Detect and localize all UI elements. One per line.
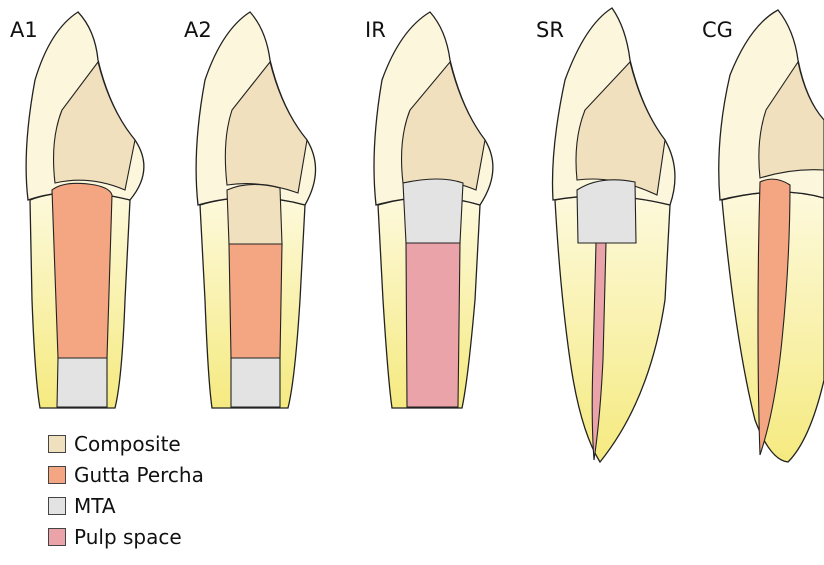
tooth-a2-composite bbox=[227, 184, 282, 244]
tooth-a1-gutta-percha bbox=[52, 183, 112, 358]
tooth-a2-gutta-percha bbox=[229, 244, 282, 358]
legend-item-pulp-space: Pulp space bbox=[48, 521, 204, 552]
legend-swatch-mta bbox=[48, 497, 66, 515]
legend-swatch-pulp-space bbox=[48, 528, 66, 546]
tooth-label-ir: IR bbox=[365, 20, 386, 41]
tooth-label-a2: A2 bbox=[184, 20, 212, 41]
tooth-a2-mta bbox=[231, 358, 280, 407]
tooth-label-a1: A1 bbox=[10, 20, 38, 41]
legend-label-gutta-percha: Gutta Percha bbox=[74, 463, 204, 487]
tooth-sr bbox=[553, 8, 675, 462]
tooth-ir-mta bbox=[403, 179, 463, 243]
tooth-cg bbox=[719, 10, 824, 462]
tooth-ir bbox=[374, 12, 493, 408]
legend-swatch-composite bbox=[48, 435, 66, 453]
tooth-a1 bbox=[26, 12, 144, 408]
tooth-label-cg: CG bbox=[702, 20, 733, 41]
tooth-sr-mta bbox=[577, 180, 636, 243]
tooth-a2 bbox=[196, 12, 315, 408]
legend-item-mta: MTA bbox=[48, 490, 204, 521]
tooth-label-sr: SR bbox=[536, 20, 564, 41]
legend-label-pulp-space: Pulp space bbox=[74, 525, 182, 549]
tooth-ir-pulp-space bbox=[406, 243, 460, 407]
legend-label-composite: Composite bbox=[74, 432, 181, 456]
legend-swatch-gutta-percha bbox=[48, 466, 66, 484]
legend-item-gutta-percha: Gutta Percha bbox=[48, 459, 204, 490]
tooth-a1-mta bbox=[57, 358, 107, 407]
legend-item-composite: Composite bbox=[48, 428, 204, 459]
legend-label-mta: MTA bbox=[74, 494, 116, 518]
legend: Composite Gutta Percha MTA Pulp space bbox=[48, 428, 204, 552]
